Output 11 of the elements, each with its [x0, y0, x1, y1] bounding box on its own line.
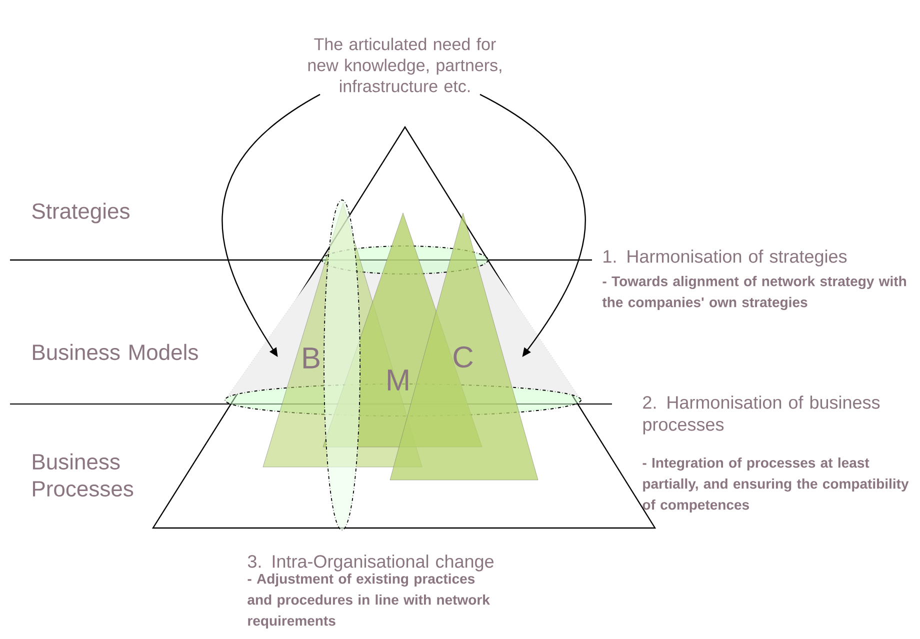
ellipse [324, 200, 360, 530]
need-text: The articulated need for new knowledge, partners, infrastructure etc. [308, 38, 502, 92]
heading: 1. Harmonisation of strategies [604, 250, 847, 266]
layer-label: Business Processes [33, 453, 134, 497]
description: - Towards alignment of network strategy with the companies' own strategies [602, 276, 906, 310]
layer-label: Business Models [33, 344, 198, 360]
layer-label: Strategies [32, 202, 130, 224]
heading: 2. Harmonisation of business processes [643, 396, 880, 434]
heading: 3. Intra-Organisational change [248, 554, 494, 572]
description: - Adjustment of existing practices and procedures in line with network requirements [248, 573, 490, 629]
description: - Integration of processes at least partially, and ensuring the compatibility of competences [642, 457, 909, 513]
